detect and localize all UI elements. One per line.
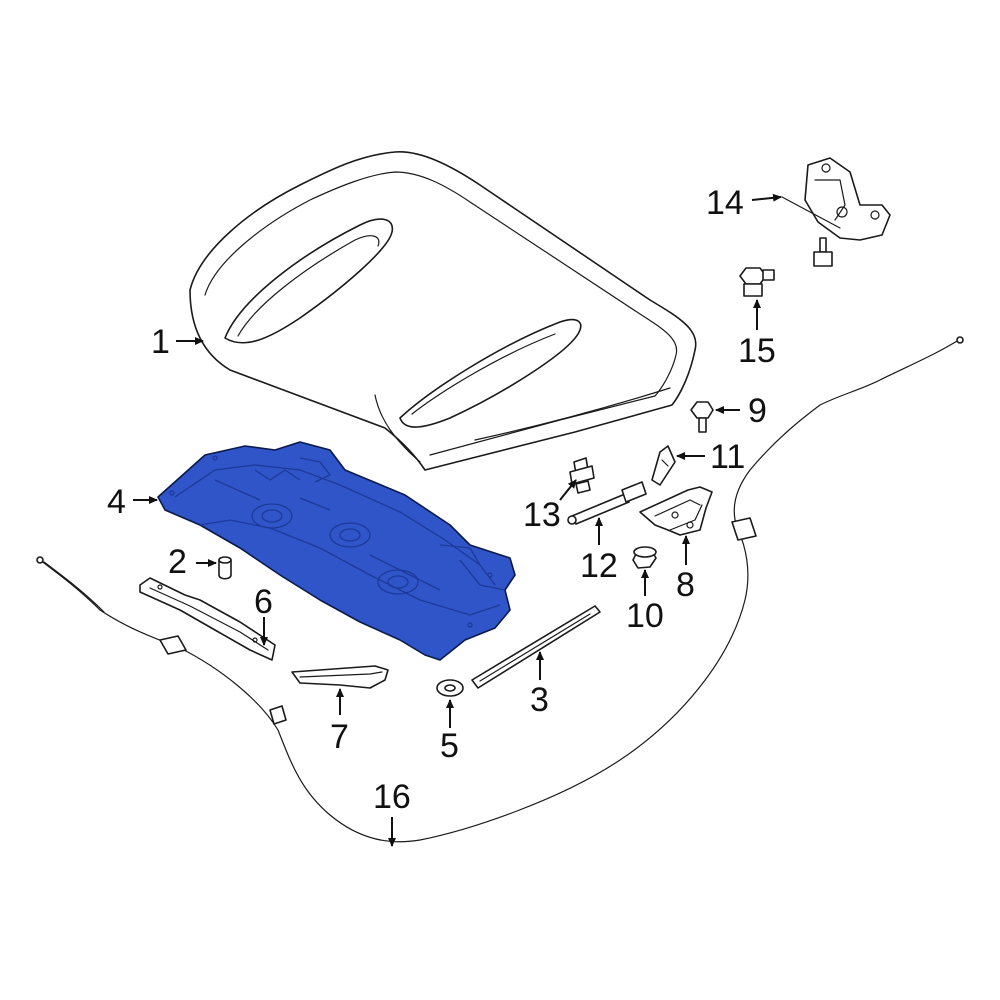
ball-stud [569,457,595,494]
hinge-bracket [651,445,676,486]
hinge-bolt [690,401,714,433]
callout-16: 16 [373,778,411,816]
callout-6: 6 [254,583,273,621]
seal-bracket [139,577,276,661]
callout-7: 7 [330,718,349,756]
hood-hinge [639,486,713,536]
latch-bolt [739,267,775,297]
callout-12: 12 [580,547,618,585]
callout-1: 1 [151,323,170,361]
hood-insulator [157,441,516,661]
grommet [436,679,464,697]
hood-latch [781,157,891,267]
callout-9: 9 [748,392,767,430]
callout-13: 13 [523,496,561,534]
bumper-stop [218,556,232,580]
callout-14: 14 [706,184,744,222]
support-strut [567,481,647,525]
callout-5: 5 [440,727,459,765]
callout-10: 10 [626,597,664,635]
callout-11: 11 [710,438,745,476]
seal-strip [291,665,389,689]
callout-3: 3 [530,681,549,719]
callout-15: 15 [738,332,776,370]
hinge-nut [632,546,657,569]
weatherstrip [471,605,601,689]
callout-labels: 1 2 3 4 5 6 7 8 9 10 11 12 13 14 15 16 [107,184,776,816]
release-cable [36,336,964,843]
leader-lines [133,193,782,847]
callout-8: 8 [676,566,695,604]
callout-2: 2 [168,543,187,581]
hood-panel [189,151,697,471]
callout-4: 4 [107,483,126,521]
